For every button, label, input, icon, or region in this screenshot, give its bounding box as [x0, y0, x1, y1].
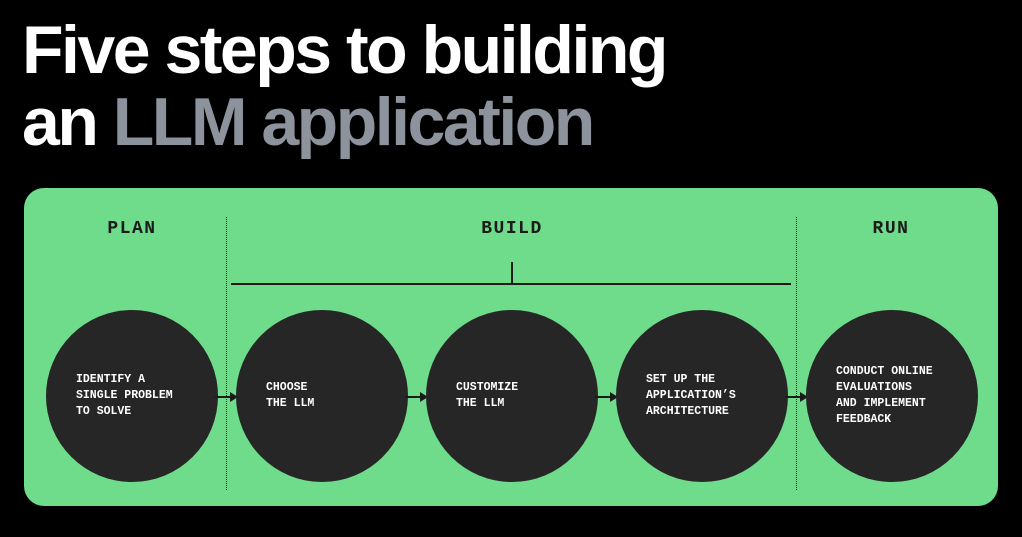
arrow-right-icon	[405, 392, 428, 402]
step-label: CUSTOMIZE THE LLM	[456, 381, 519, 410]
step-label: CONDUCT ONLINE EVALUATIONS AND IMPLEMENT…	[836, 365, 933, 426]
step-circle-customize-llm: CUSTOMIZE THE LLM	[426, 310, 598, 482]
step-circle-setup-architecture: SET UP THE APPLICATION’S ARCHITECTURE	[616, 310, 788, 482]
step-label: IDENTIFY A SINGLE PROBLEM TO SOLVE	[76, 373, 173, 418]
step-label: SET UP THE APPLICATION’S ARCHITECTURE	[646, 373, 736, 418]
title-line-2: an LLM application	[22, 86, 666, 158]
page-title: Five steps to building an LLM applicatio…	[22, 12, 668, 158]
title-line-1: Five steps to building	[22, 12, 668, 88]
build-bracket-tick	[511, 262, 513, 284]
phase-divider-build-run	[796, 217, 797, 490]
step-circle-online-evaluations: CONDUCT ONLINE EVALUATIONS AND IMPLEMENT…	[806, 310, 978, 482]
step-circle-choose-llm: CHOOSE THE LLM	[236, 310, 408, 482]
title-line-2-prefix: an	[22, 84, 113, 160]
phase-label-build: BUILD	[481, 219, 543, 239]
build-bracket-line	[231, 283, 791, 285]
phase-label-plan: PLAN	[107, 219, 157, 239]
step-circle-identify-problem: IDENTIFY A SINGLE PROBLEM TO SOLVE	[46, 310, 218, 482]
arrow-right-icon	[215, 392, 238, 402]
arrow-right-icon	[595, 392, 618, 402]
arrow-right-icon	[785, 392, 808, 402]
step-label: CHOOSE THE LLM	[266, 381, 315, 410]
title-accent: LLM application	[112, 84, 596, 160]
phase-divider-plan-build	[226, 217, 227, 490]
phase-label-run: RUN	[872, 219, 910, 239]
